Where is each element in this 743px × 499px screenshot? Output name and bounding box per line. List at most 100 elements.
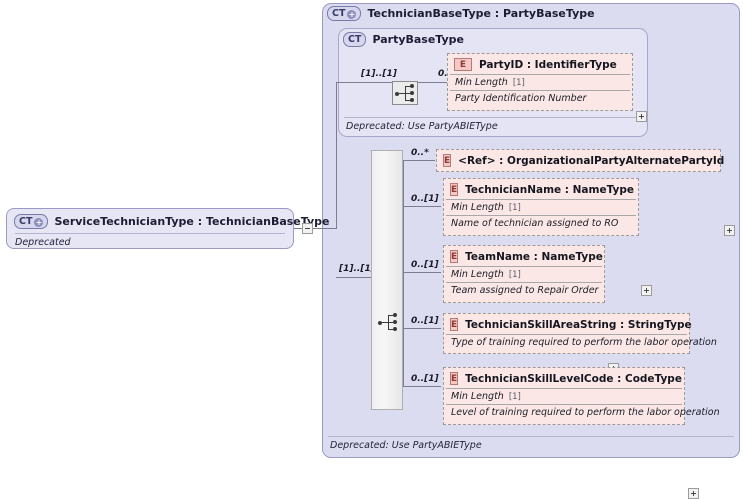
element-icon: E [454, 58, 472, 71]
outer-container-title: TechnicianBaseType : PartyBaseType [367, 7, 595, 20]
element-box-ref[interactable]: E <Ref> : OrganizationalPartyAlternatePa… [436, 149, 725, 172]
expander-partyid[interactable] [636, 111, 647, 122]
inner-footer-note: Deprecated: Use PartyABIEType [346, 121, 498, 132]
seq-input-dot [378, 321, 382, 325]
element-label-skilllevel: TechnicianSkillLevelCode : CodeType [465, 372, 682, 385]
complextype-expand-icon[interactable]: CT+ [327, 6, 362, 21]
connector-fanout-spine [403, 160, 404, 386]
cardinality-skilllevel: 0..[1] [411, 374, 439, 384]
seq-wire-b3 [388, 329, 393, 330]
element-icon: E [450, 250, 459, 263]
cardinality-inner-sequence: [1]..[1] [361, 69, 397, 79]
model-group-bar[interactable] [371, 150, 403, 410]
element-icon: E [450, 318, 459, 331]
connector-inner-seq-to-partyid [418, 82, 448, 83]
facet-label: Min Length [451, 391, 504, 402]
element-label-teamname: TeamName : NameType [465, 250, 603, 263]
seq-wire-b3 [405, 100, 410, 101]
element-box-skilllevel[interactable]: E TechnicianSkillLevelCode : CodeType Mi… [443, 367, 720, 425]
element-label-skillarea: TechnicianSkillAreaString : StringType [465, 318, 692, 331]
outer-footer-note: Deprecated: Use PartyABIEType [330, 440, 482, 451]
element-box-techniciannname[interactable]: E TechnicianName : NameType Min Length[1… [443, 178, 639, 236]
cardinality-skillarea: 0..[1] [411, 316, 439, 326]
element-box-skillarea[interactable]: E TechnicianSkillAreaString : StringType… [443, 313, 717, 354]
cardinality-techniciannname: 0..[1] [411, 194, 439, 204]
element-doc-skilllevel: Level of training required to perform th… [451, 407, 720, 418]
facet-value: [1] [512, 78, 525, 88]
seq-wire-b1 [388, 315, 393, 316]
element-facet-teamname: Min Length [1] [444, 267, 604, 282]
seq-out-dot-2 [410, 91, 414, 95]
ct-badge-label: CT [332, 8, 346, 19]
element-doc-techniciannname: Name of technician assigned to RO [451, 218, 619, 229]
element-separator-1 [446, 388, 682, 389]
element-separator-1 [450, 74, 630, 75]
connector-branch-skilllevel [403, 386, 441, 387]
facet-label: Min Length [451, 202, 504, 213]
element-doc-skillarea: Type of training required to perform the… [451, 337, 717, 348]
element-box-partyid[interactable]: E PartyID : IdentifierType Min Length [1]… [447, 53, 633, 111]
element-icon: E [450, 372, 459, 385]
seq-out-dot-3 [393, 327, 397, 331]
expander-skilllevel[interactable] [688, 488, 699, 499]
facet-label: Min Length [455, 77, 508, 88]
plus-icon[interactable]: + [34, 218, 44, 227]
ct-badge-label: CT [348, 34, 362, 45]
element-facet-partyid: Min Length [1] [448, 75, 632, 90]
connector-root-to-collapse [294, 228, 302, 229]
sequence-compositor-icon-outer[interactable] [378, 311, 402, 335]
complextype-icon[interactable]: CT [343, 32, 367, 47]
element-separator-2 [446, 404, 682, 405]
outer-container-header: CT+ TechnicianBaseType : PartyBaseType [327, 6, 595, 21]
element-separator-2 [446, 215, 636, 216]
element-facet-techniciannname: Min Length [1] [444, 200, 638, 215]
cardinality-ref: 0..* [411, 148, 429, 158]
schema-diagram-canvas: CT+ TechnicianBaseType : PartyBaseType D… [6, 3, 740, 499]
connector-branch-teamname [403, 272, 441, 273]
inner-footer-separator [344, 117, 640, 118]
element-separator-2 [450, 90, 630, 91]
root-element-servicetechniciantype[interactable]: CT+ ServiceTechnicianType : TechnicianBa… [6, 208, 329, 249]
seq-out-dot-1 [393, 313, 397, 317]
element-separator-1 [446, 266, 602, 267]
outer-footer-separator [328, 436, 734, 437]
element-separator-1 [446, 334, 687, 335]
element-head-skillarea: E TechnicianSkillAreaString : StringType [444, 314, 692, 334]
seq-wire-b2 [405, 93, 410, 94]
facet-value: [1] [508, 392, 521, 402]
collapse-minus-box[interactable] [302, 223, 313, 234]
element-label-partyid: PartyID : IdentifierType [479, 58, 617, 71]
element-label-techniciannname: TechnicianName : NameType [465, 183, 634, 196]
element-separator-1 [446, 199, 636, 200]
sequence-compositor-icon-inner[interactable] [392, 81, 418, 105]
connector-inner-sequence-in [336, 82, 392, 83]
seq-wire-in [399, 93, 405, 94]
seq-input-dot [395, 92, 399, 96]
connector-branch-ref [403, 160, 435, 161]
expander-ref[interactable] [724, 225, 735, 236]
cardinality-outer-sequence: [1]..[1] [339, 264, 375, 274]
element-label-ref: <Ref> : OrganizationalPartyAlternatePart… [458, 154, 725, 167]
element-facet-skilllevel: Min Length [1] [444, 389, 684, 404]
facet-value: [1] [508, 270, 521, 280]
expander-techniciannname[interactable] [641, 285, 652, 296]
root-separator [15, 233, 285, 234]
inner-container-header: CT PartyBaseType [343, 32, 464, 47]
element-icon: E [443, 154, 452, 167]
seq-out-dot-1 [410, 84, 414, 88]
connector-branch-techniciannname [403, 206, 441, 207]
root-title-row: CT+ ServiceTechnicianType : TechnicianBa… [7, 209, 329, 233]
facet-value: [1] [508, 203, 521, 213]
seq-out-dot-3 [410, 98, 414, 102]
connector-trunk-vertical [336, 82, 337, 229]
element-separator-2 [446, 282, 602, 283]
element-head-teamname: E TeamName : NameType [444, 246, 604, 266]
complextype-expand-icon-root[interactable]: CT+ [14, 214, 49, 229]
element-doc-partyid: Party Identification Number [455, 93, 587, 104]
seq-wire-b2 [388, 322, 393, 323]
facet-label: Min Length [451, 269, 504, 280]
ct-badge-label: CT [19, 216, 33, 227]
element-box-teamname[interactable]: E TeamName : NameType Min Length [1] Team… [443, 245, 605, 303]
plus-icon[interactable]: + [347, 10, 357, 19]
connector-collapse-to-tree [313, 228, 336, 229]
